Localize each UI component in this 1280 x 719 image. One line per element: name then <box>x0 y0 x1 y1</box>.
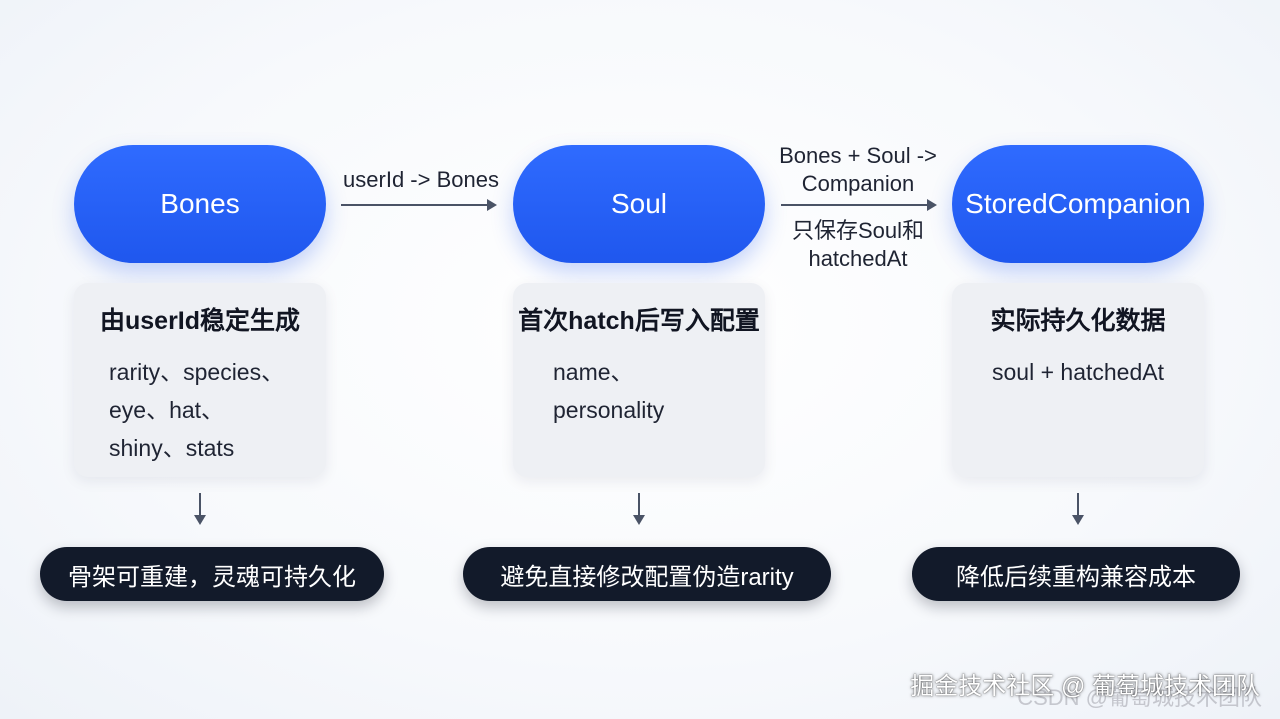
node-stored-companion-label: StoredCompanion <box>965 188 1191 219</box>
footer-stored: 降低后续重构兼容成本 <box>912 547 1240 601</box>
edge-soul-stored-line-2: Companion <box>801 171 915 196</box>
card-bones-line-2: eye、hat、 <box>109 397 225 423</box>
down-arrow-soul <box>633 493 645 525</box>
edge-soul-stored-label: Bones + Soul -> Companion <box>768 142 948 198</box>
footer-bones-label: 骨架可重建，灵魂可持久化 <box>68 563 356 591</box>
edge-bones-soul-arrow <box>341 199 497 211</box>
edge-bones-soul-label: userId -> Bones <box>336 166 506 194</box>
card-soul-title: 首次hatch后写入配置 <box>518 307 760 335</box>
card-soul-text: name、 personality <box>553 353 664 429</box>
edge-soul-stored-sublabel: 只保存Soul和 hatchedAt <box>768 217 948 273</box>
card-bones-title: 由userId稳定生成 <box>99 307 301 335</box>
node-soul-label: Soul <box>610 188 668 219</box>
watermark: 掘金技术社区 @ 葡萄城技术团队 <box>910 673 1260 700</box>
card-bones: 由userId稳定生成 rarity、species、 eye、hat、 shi… <box>74 283 326 477</box>
node-bones: Bones <box>74 145 326 263</box>
edge-soul-stored-arrow <box>781 199 937 211</box>
edge-bones-soul-line: userId -> Bones <box>343 167 499 192</box>
footer-soul-label: 避免直接修改配置伪造rarity <box>500 563 794 591</box>
edge-soul-stored-subline-1: 只保存Soul和 <box>791 218 925 243</box>
edge-soul-stored-subline-2: hatchedAt <box>808 246 908 271</box>
node-soul: Soul <box>513 145 765 263</box>
edge-soul-stored-line-1: Bones + Soul -> <box>779 143 937 168</box>
card-stored-companion: 实际持久化数据 soul + hatchedAt <box>952 283 1204 477</box>
down-arrow-bones <box>194 493 206 525</box>
card-soul: 首次hatch后写入配置 name、 personality <box>513 283 765 477</box>
card-bones-text: rarity、species、 eye、hat、 shiny、stats <box>109 353 284 467</box>
footer-soul: 避免直接修改配置伪造rarity <box>463 547 831 601</box>
card-bones-line-3: shiny、stats <box>109 435 235 461</box>
card-stored-companion-line-1: soul + hatchedAt <box>992 359 1164 385</box>
footer-stored-label: 降低后续重构兼容成本 <box>956 563 1196 591</box>
card-stored-companion-title: 实际持久化数据 <box>990 307 1166 335</box>
card-soul-line-1: name、 <box>553 359 634 385</box>
card-stored-companion-text: soul + hatchedAt <box>952 353 1204 391</box>
footer-bones: 骨架可重建，灵魂可持久化 <box>40 547 384 601</box>
card-bones-line-1: rarity、species、 <box>109 359 285 385</box>
node-bones-label: Bones <box>160 188 240 219</box>
card-soul-line-2: personality <box>553 397 665 423</box>
down-arrow-stored <box>1072 493 1084 525</box>
node-stored-companion: StoredCompanion <box>952 145 1204 263</box>
watermark-under: CSDN @葡萄城技术团队 <box>1017 685 1262 710</box>
